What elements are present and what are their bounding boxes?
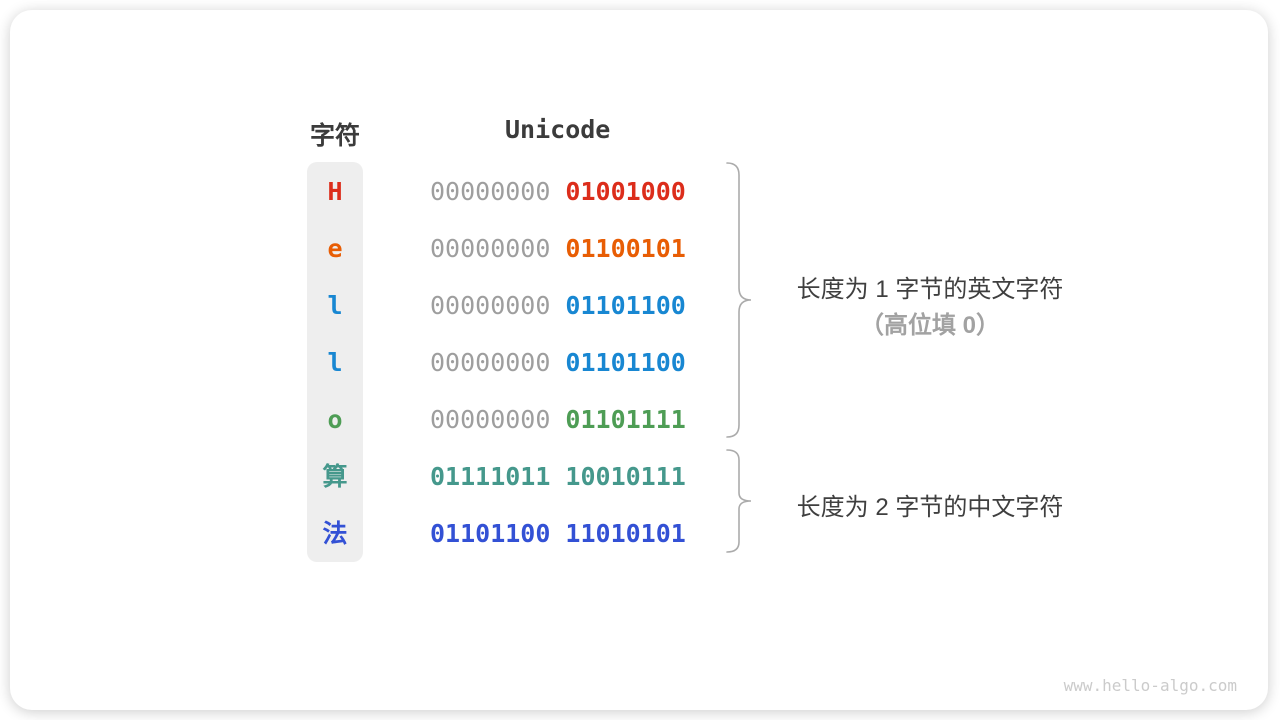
unicode-binary: 01101100 11010101: [430, 517, 686, 551]
table-row: 法 01101100 11010101: [0, 517, 1280, 551]
byte-high: 00000000: [430, 177, 551, 206]
char-cell: l: [327, 291, 343, 320]
byte-low: 11010101: [565, 519, 686, 548]
byte-low: 01101111: [565, 405, 686, 434]
char-cell: l: [327, 348, 343, 377]
byte-low: 10010111: [565, 462, 686, 491]
char-column-header: 字符: [309, 122, 360, 150]
unicode-column-header: Unicode: [505, 115, 611, 144]
unicode-binary: 00000000 01001000: [430, 175, 686, 209]
char-cell: o: [327, 405, 343, 434]
char-column-background: [307, 162, 363, 562]
byte-high: 00000000: [430, 291, 551, 320]
char-cell: 算: [322, 462, 348, 491]
unicode-binary: 00000000 01101100: [430, 346, 686, 380]
unicode-binary: 01111011 10010111: [430, 460, 686, 494]
english-group-annotation-note: （高位填 0）: [859, 312, 1000, 339]
table-row: 算 01111011 10010111: [0, 460, 1280, 494]
table-row: H 00000000 01001000: [0, 175, 1280, 209]
char-cell: e: [327, 234, 343, 263]
byte-high: 00000000: [430, 234, 551, 263]
table-row: o 00000000 01101111: [0, 403, 1280, 437]
unicode-binary: 00000000 01101111: [430, 403, 686, 437]
english-group-annotation: 长度为 1 字节的英文字符: [796, 276, 1064, 303]
byte-high: 01101100: [430, 519, 551, 548]
unicode-binary: 00000000 01100101: [430, 232, 686, 266]
brace-english-group-icon: [726, 162, 752, 438]
char-cell: H: [327, 177, 343, 206]
table-row: e 00000000 01100101: [0, 232, 1280, 266]
watermark: www.hello-algo.com: [1063, 676, 1237, 695]
byte-high: 00000000: [430, 348, 551, 377]
byte-low: 01101100: [565, 291, 686, 320]
byte-high: 01111011: [430, 462, 551, 491]
byte-low: 01001000: [565, 177, 686, 206]
chinese-group-annotation: 长度为 2 字节的中文字符: [796, 494, 1064, 521]
table-row: l 00000000 01101100: [0, 289, 1280, 323]
brace-chinese-group-icon: [726, 449, 752, 553]
byte-high: 00000000: [430, 405, 551, 434]
byte-low: 01100101: [565, 234, 686, 263]
char-cell: 法: [322, 519, 348, 548]
diagram-card: [10, 10, 1268, 710]
unicode-binary: 00000000 01101100: [430, 289, 686, 323]
table-row: l 00000000 01101100: [0, 346, 1280, 380]
byte-low: 01101100: [565, 348, 686, 377]
